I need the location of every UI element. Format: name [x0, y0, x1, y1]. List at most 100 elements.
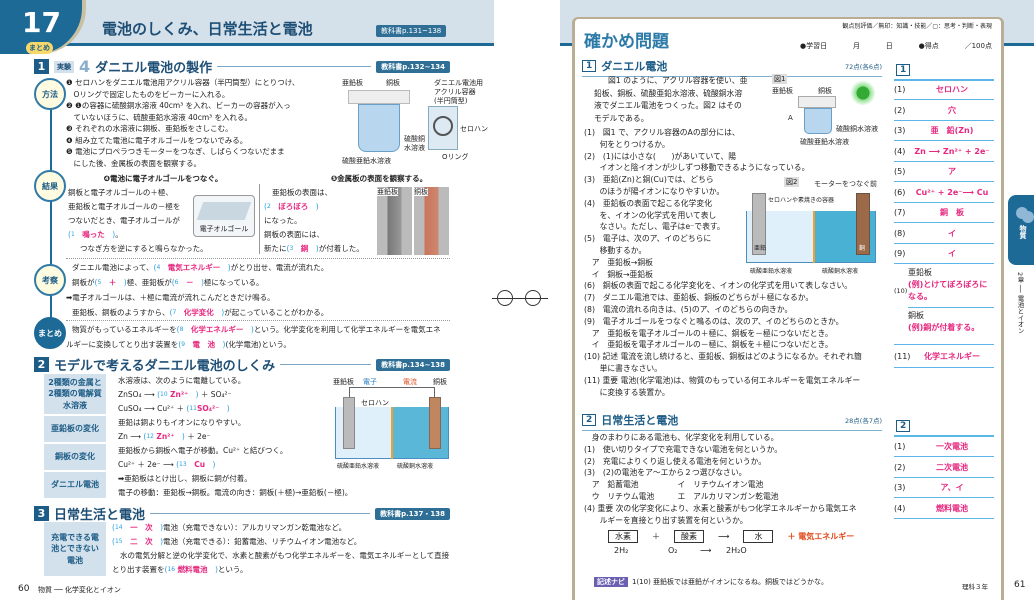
answer-row: (7)銅 板 [894, 203, 994, 223]
criteria: 観点別評価／無印：知識・技能／▢：思考・判断・表現 [842, 23, 992, 30]
answer-1: (1 鳴った )。 [68, 230, 123, 239]
month-label: 月 [852, 42, 860, 50]
answer-value: 穴 [948, 105, 956, 115]
experiment-badge: 実験 [54, 60, 74, 73]
text: ➡亜鉛板はとけ出し、銅板に銅が付着。 [118, 474, 252, 483]
result-4: ❹電池に電子オルゴールをつなぐ。 銅板と電子オルゴールの＋極、 亜鉛板と電子オル… [68, 172, 258, 256]
section-3-header: 3 日常生活と電池 教科書p.137・138 [34, 504, 450, 523]
quiz-card [572, 17, 1004, 600]
fig-label: ダニエル電池用 [434, 79, 483, 87]
fig-label: 硫酸亜鉛水溶液 [800, 138, 849, 146]
consideration-label: 考察 [34, 264, 66, 296]
step: ❺ 電池にプロペラつきモーターをつなぎ、しばらくつないだまま [66, 147, 285, 156]
text: 水溶液は、次のように電離している。 [118, 376, 246, 385]
result-5: ❺金属板の表面を観察する。 亜鉛板の表面は、 (2 ぼろぼろ ) になった。 銅… [264, 172, 494, 256]
eq-op: ＋ [652, 532, 660, 541]
daniell-model-figure: 亜鉛板 電子 電流 銅板 セロハン 硫酸亜鉛水溶液 硫酸銅水溶液 [333, 377, 453, 472]
divider [217, 66, 372, 67]
text: 亜鉛板の表面は、 [272, 188, 332, 197]
q2-questions: 身のまわりにある電池も、化学変化を利用している。(1) 使い切りタイプで充電でき… [584, 432, 857, 526]
answer-2: (2 ぼろぼろ ) [264, 202, 319, 211]
answer-10: 亜鉛板 (10)(例)とけてぼろぼろになる。 銅板 (例)銅が付着する。 [894, 267, 994, 334]
section-title: 日常生活と電池 [54, 508, 146, 523]
fig-label: 硫酸銅 [404, 135, 425, 143]
question-line: 単に書きなさい。 [584, 363, 662, 373]
figure-2: 図2 モーターをつなぐ前 セロハンや素焼きの容器 亜鉛 銅 硫酸亜鉛水溶液 硫酸… [742, 177, 882, 276]
row-label: 銅板の変化 [44, 444, 106, 470]
step: ❸ それぞれの水溶液に銅板、亜鉛板をさしこむ。 [66, 124, 233, 133]
photo-copper: 銅板 [414, 187, 449, 255]
dotted-divider [66, 320, 450, 321]
method-steps: ❶ セロハンをダニエル電池用アクリル容器（半円筒型）にとりつけ、 Oリングで固定… [66, 77, 299, 169]
q2-number: 2 [582, 414, 597, 426]
question-line: (3) 亜鉛(Zn)と銅(Cu)では、どちら [584, 175, 714, 185]
section-ref: 教科書p.137・138 [375, 507, 450, 520]
answer-value: 二次電池 [936, 462, 968, 472]
score-label: ●得点 [918, 42, 939, 50]
question-line: 身のまわりにある電池も、化学変化を利用している。 [584, 433, 779, 442]
text: 水の電気分解と逆の化学変化で、水素と酸素がもつ化学エネルギーを、電気エネルギーと… [120, 551, 450, 560]
question-line: (3) (2)の電池をア～エから２つ選びなさい。 [584, 468, 747, 478]
fig-label: 硫酸銅水溶液 [397, 463, 434, 470]
text: になった。 [264, 216, 302, 225]
row-label: 充電できる電池とできない電池 [44, 522, 106, 576]
gutter-line [492, 298, 548, 299]
answer-key: (3) [894, 126, 906, 135]
fig-label: 硫酸銅水溶液 [822, 268, 859, 275]
section-2-header: 2 モデルで考えるダニエル電池のしくみ 教科書p.134~138 [34, 355, 450, 374]
fig-label: 銅板 [433, 378, 447, 386]
formula: 2H₂O [726, 546, 747, 555]
answer-row: (6)Cu²⁺ + 2e⁻⟶ Cu [894, 183, 994, 203]
chapter-tab: 物質 [1008, 195, 1034, 265]
answer-row: (4)燃料電池 [894, 499, 994, 519]
answer-row: (8)イ [894, 224, 994, 244]
answer-row: (4)Zn ⟶ Zn²⁺ + 2e⁻ [894, 142, 994, 162]
answer-key: (9) [894, 249, 906, 258]
orgel-figure: 電子オルゴール [193, 195, 255, 237]
question-line: のほうが陽イオンになりやすいか。 [584, 186, 725, 196]
section-ref: 教科書p.132~134 [376, 60, 450, 73]
answer-value: 銅 板 [940, 208, 964, 217]
formula: 2H₂ [614, 546, 629, 555]
formula: O₂ [668, 546, 678, 555]
answer-row: (1)セロハン [894, 80, 994, 100]
answer-11: (11)化学エネルギー [894, 344, 994, 368]
answer-value: 化学エネルギー [924, 351, 980, 361]
answer-key: (4) [894, 146, 906, 156]
answer-key: (4) [894, 503, 906, 513]
fig-label: セロハンや素焼きの容器 [768, 197, 835, 204]
text: 銅板の表面には、 [264, 230, 324, 239]
question-line: ア 亜鉛板を電子オルゴールの＋極に、銅板を－極につないだとき。 [584, 328, 833, 338]
question-line: 何をとりつけるか。 [584, 139, 670, 149]
fig-label: A [788, 114, 793, 122]
question-line: ア 亜鉛板→銅板 [584, 257, 653, 267]
answer-value: セロハン [936, 85, 968, 94]
footer-subject: 物質 ── 化学変化とイオン [38, 586, 121, 594]
question-line: (2) (1)には小さな( )があいていて、陽 [584, 151, 737, 161]
question-line: に変換する装置か。 [584, 387, 670, 397]
hint-badge: 記述ナビ [594, 577, 628, 587]
q2-header: 2 日常生活と電池 28点(各7点) [582, 412, 882, 431]
dotted-divider [66, 258, 450, 259]
text: ➡電子オルゴールは、＋極に電流が流れこんだときだけ鳴る。 [66, 293, 275, 302]
apparatus-figure: 亜鉛板 銅板 ダニエル電池用 アクリル容器 (半円筒型) セロハン Oリング 硫… [342, 78, 492, 166]
fig-label: (半円筒型) [434, 97, 468, 105]
fig-label: 亜鉛 [754, 245, 767, 252]
study-date-label: ●学習日 [800, 42, 828, 50]
question-line: (8) 電流の流れる向きは、(5)のア、イのどちらの向きか。 [584, 304, 793, 314]
quiz-title: 確かめ問題 [584, 32, 669, 52]
fig-label: 水溶液 [404, 144, 425, 152]
answer-row: (2)二次電池 [894, 458, 994, 478]
fig-label: モーターをつなぐ前 [814, 180, 877, 188]
answer-value: 一次電池 [936, 442, 968, 451]
chapter-side-text: 2章 ── 電池とイオン [1016, 272, 1024, 334]
fig-label: 硫酸亜鉛水溶液 [342, 157, 391, 165]
question-line: (1) 図1 で、アクリル容器のAの部分には、 [584, 128, 740, 137]
summary-label: まとめ [34, 317, 66, 349]
answer-row: (3)ア、イ [894, 478, 994, 498]
question-line: を、イオンの化学式を用いて表し [584, 210, 717, 220]
question-line: (2) 充電によりくり返し使える電池を何というか。 [584, 456, 767, 466]
fig-caption: 図2 [784, 177, 800, 187]
answer-line [894, 435, 994, 437]
section-2-text: 水溶液は、次のように電離している。 ZnSO₄ ⟶ (10 Zn²⁺ ) ＋ S… [118, 374, 352, 500]
